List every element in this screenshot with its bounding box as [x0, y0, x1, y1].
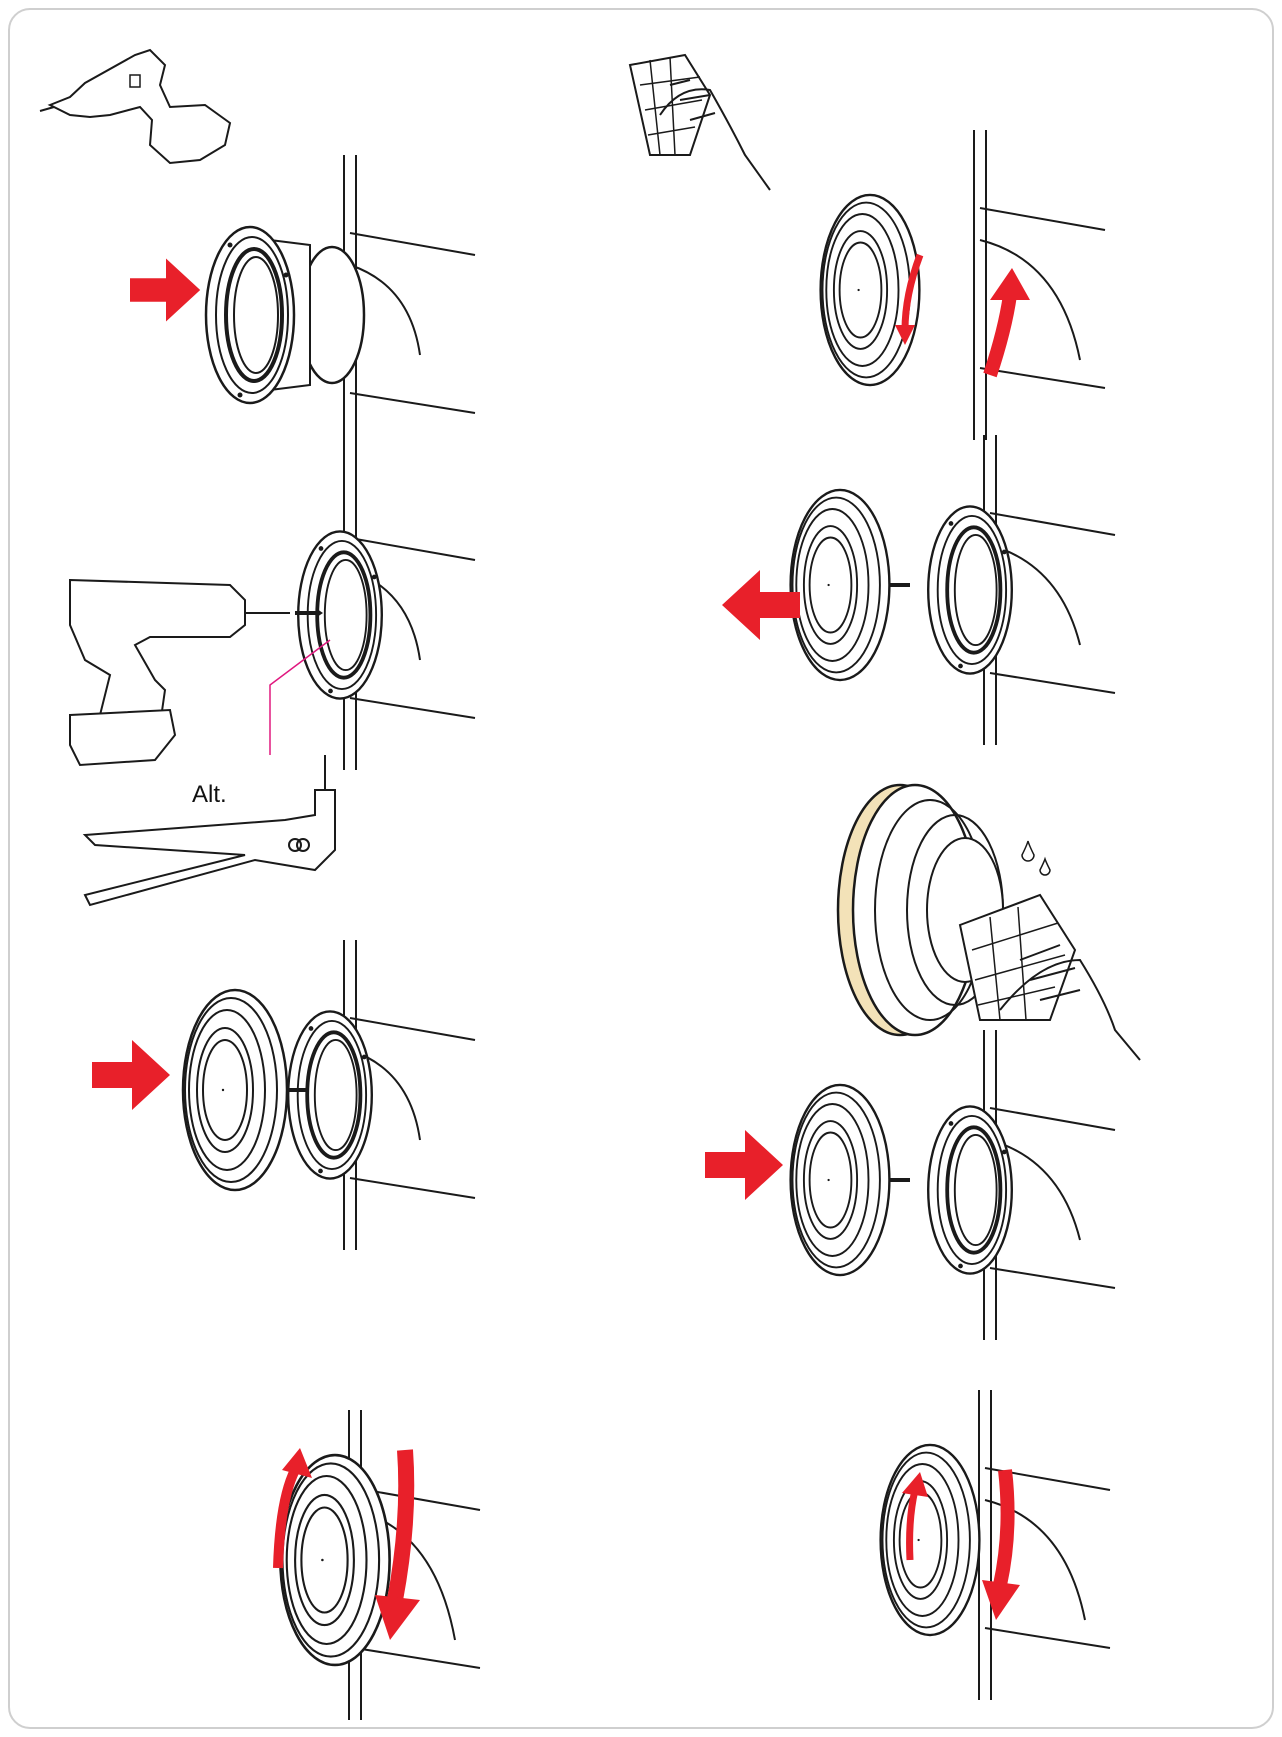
hand-icon [999, 944, 1141, 1061]
hand-icon [659, 79, 771, 191]
rotate-arrow-down [982, 1469, 1020, 1620]
push-arrow [130, 258, 201, 322]
rivet-tool-icon [82, 755, 336, 907]
step-rotate-release [819, 129, 1106, 441]
rotate-arrow-up [902, 1472, 928, 1561]
alt-label: Alt. [192, 781, 227, 808]
pull-arrow [722, 570, 800, 640]
step-insert-flange [204, 154, 476, 466]
push-arrow [92, 1040, 170, 1110]
drill-icon [69, 578, 290, 767]
cloth-icon [628, 53, 712, 156]
step-rotate-lock [879, 1389, 1111, 1701]
step-rotate-lock [279, 1409, 481, 1721]
step-mount-cap [181, 939, 476, 1251]
step-screw-flange [269, 459, 476, 771]
step-reinstall-cap [789, 1029, 1116, 1341]
cloth-icon [958, 893, 1077, 1021]
drill-icon [39, 48, 232, 165]
rotate-arrow-up [273, 1448, 312, 1569]
step-pull-cap [789, 434, 1116, 746]
step-clean-cap [836, 783, 1004, 1037]
rotate-arrow-up [983, 268, 1030, 378]
rotate-arrow-down [375, 1449, 420, 1640]
push-arrow [705, 1130, 783, 1200]
rotate-arrow-down [895, 253, 924, 345]
screw-icon [295, 609, 323, 617]
water-drops-icon [1021, 840, 1051, 876]
